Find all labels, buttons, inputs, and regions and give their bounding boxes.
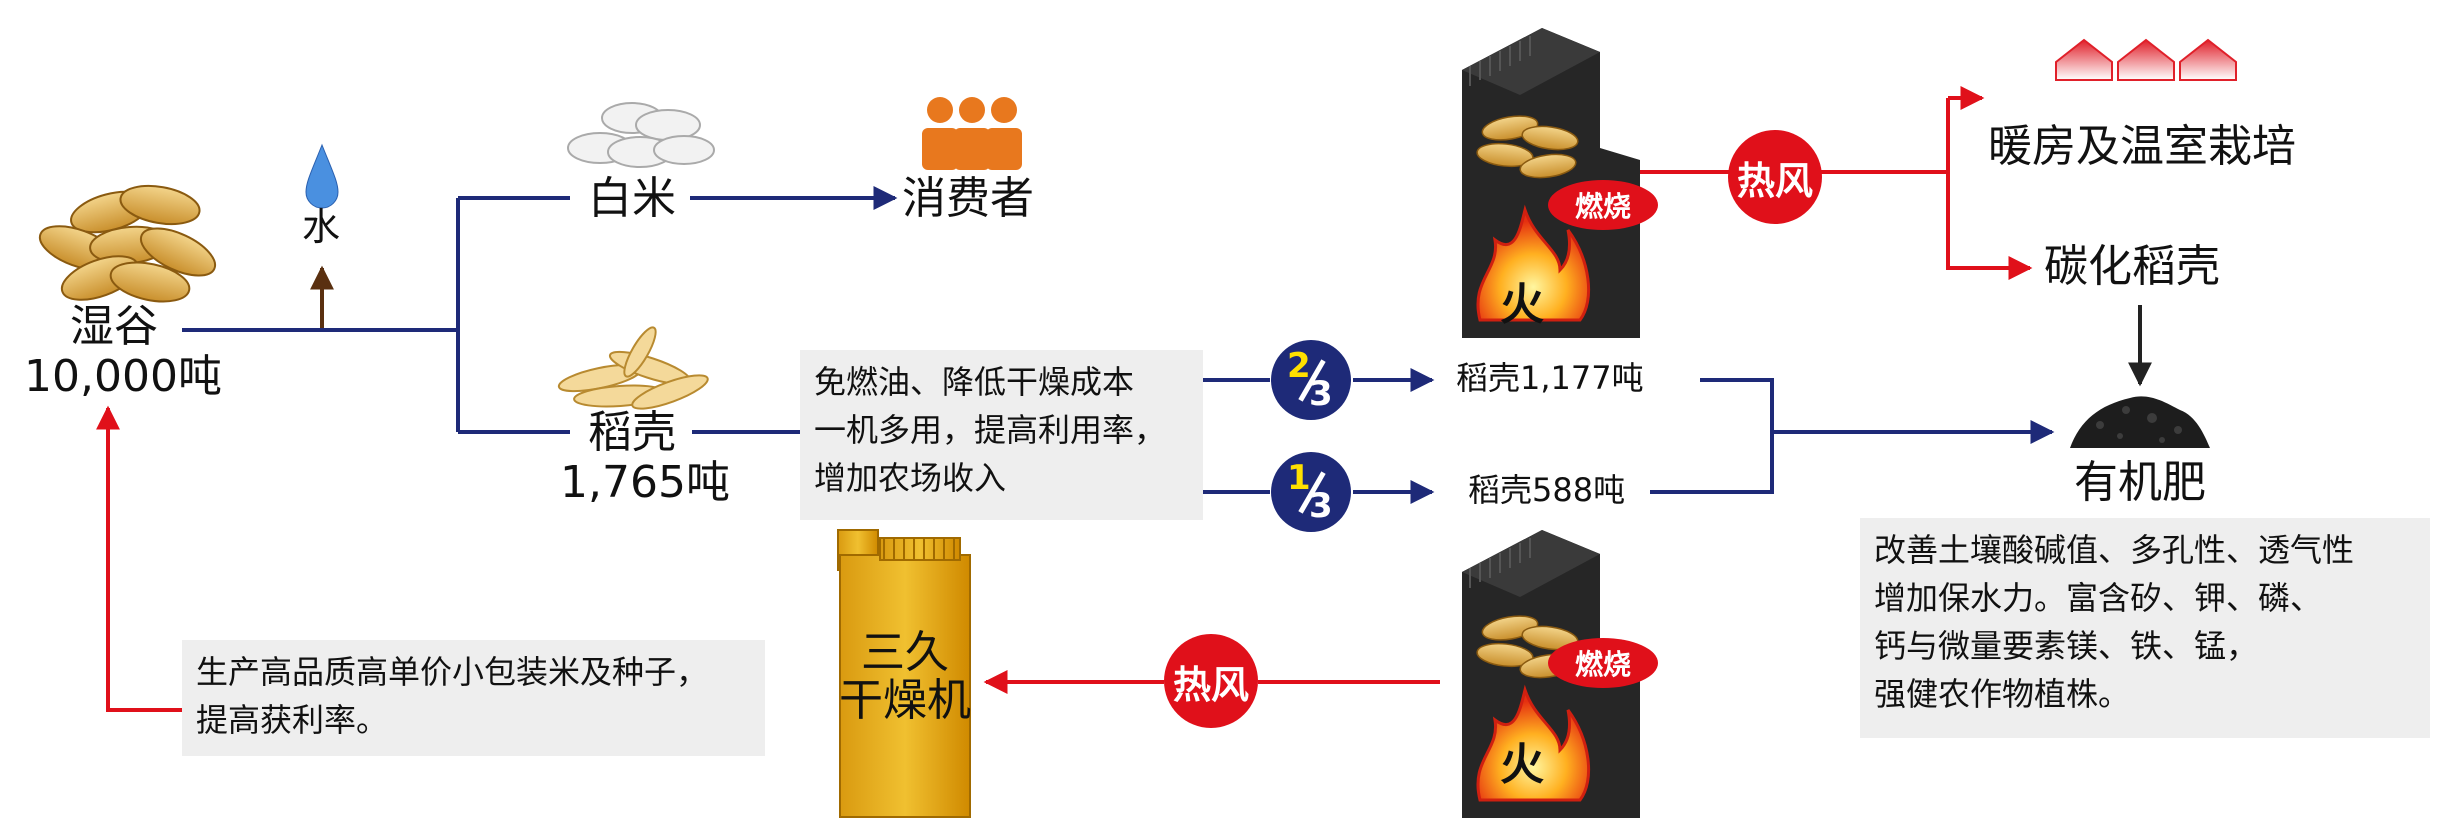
hot-air-to-carbon-arrow	[1946, 172, 2033, 280]
fertilizer-pile-icon	[2070, 396, 2210, 448]
wet-grain-icon	[38, 184, 217, 303]
red-flow-lines	[96, 86, 2033, 712]
husk-lower-label: 稻壳588吨	[1468, 471, 1626, 509]
white-rice-icon	[567, 102, 715, 168]
one-third-badge: 1 3	[1271, 452, 1351, 532]
burner-top-icon	[1462, 28, 1640, 338]
dryer-label-line-1: 三久	[861, 627, 949, 678]
heating-label: 暖房及温室栽培	[1988, 121, 2296, 172]
fertilizer-note-line-1: 改善土壤酸碱值、多孔性、透气性	[1874, 531, 2355, 569]
benefit-note-line-2: 一机多用，提高利用率，	[814, 411, 1167, 449]
blue-flow-lines	[182, 186, 2055, 504]
hot-air-badge-bottom: 热风	[1164, 634, 1258, 728]
husk-icon	[557, 326, 709, 410]
one-third-numerator: 1	[1287, 458, 1311, 498]
husk-amount: 1,765吨	[560, 457, 730, 508]
water-drop-icon	[305, 143, 339, 209]
carbonized-husk-label: 碳化稻壳	[2044, 241, 2220, 292]
fire-label-top: 火	[1500, 279, 1544, 330]
wet-grain-amount: 10,000吨	[24, 351, 222, 402]
benefit-note-line-1: 免燃油、降低干燥成本	[814, 363, 1135, 401]
benefit-note: 免燃油、降低干燥成本 一机多用，提高利用率， 增加农场收入	[800, 350, 1203, 520]
fertilizer-note-line-2: 增加保水力。富含矽、钾、磷、	[1874, 579, 2323, 617]
benefit-note-line-3: 增加农场收入	[814, 459, 1007, 497]
burn-badge-bottom: 燃烧	[1548, 638, 1658, 688]
note-to-wet-grain-arrow	[96, 405, 182, 712]
husk-upper-label: 稻壳1,177吨	[1456, 359, 1644, 397]
fire-label-bottom: 火	[1500, 739, 1544, 790]
dryer-label-line-2: 干燥机	[839, 675, 971, 726]
white-rice-label: 白米	[588, 173, 676, 224]
fertilizer-label: 有机肥	[2074, 457, 2206, 508]
profit-note-line-1: 生产高品质高单价小包装米及种子，	[196, 653, 709, 691]
fertilizer-note-line-4: 强健农作物植株。	[1874, 675, 2131, 713]
husk-upper-to-merge-line	[1700, 378, 1774, 432]
husk-label: 稻壳	[588, 407, 676, 458]
fertilizer-note-line-3: 钙与微量要素镁、铁、锰，	[1874, 627, 2259, 665]
burn-badge-top: 燃烧	[1548, 180, 1658, 230]
fertilizer-note: 改善土壤酸碱值、多孔性、透气性 增加保水力。富含矽、钾、磷、 钙与微量要素镁、铁…	[1860, 518, 2430, 738]
hot-air-split-line	[1820, 98, 1950, 174]
consumer-icon	[922, 97, 1022, 170]
greenhouse-icon	[2055, 38, 2237, 81]
two-thirds-denominator: 3	[1309, 374, 1333, 414]
two-thirds-badge: 2 3	[1271, 340, 1351, 420]
one-third-denominator: 3	[1309, 486, 1333, 526]
husk-lower-to-merge-line	[1650, 432, 1774, 494]
hot-air-badge-top: 热风	[1728, 130, 1822, 224]
water-label: 水	[302, 205, 341, 249]
two-thirds-numerator: 2	[1287, 346, 1311, 386]
dryer-icon	[837, 529, 971, 818]
wet-grain-label: 湿谷	[70, 301, 158, 352]
profit-note-line-2: 提高获利率。	[196, 701, 389, 739]
consumer-label: 消费者	[902, 173, 1034, 224]
burner-bottom-icon	[1462, 530, 1640, 818]
profit-note: 生产高品质高单价小包装米及种子， 提高获利率。	[182, 640, 765, 756]
